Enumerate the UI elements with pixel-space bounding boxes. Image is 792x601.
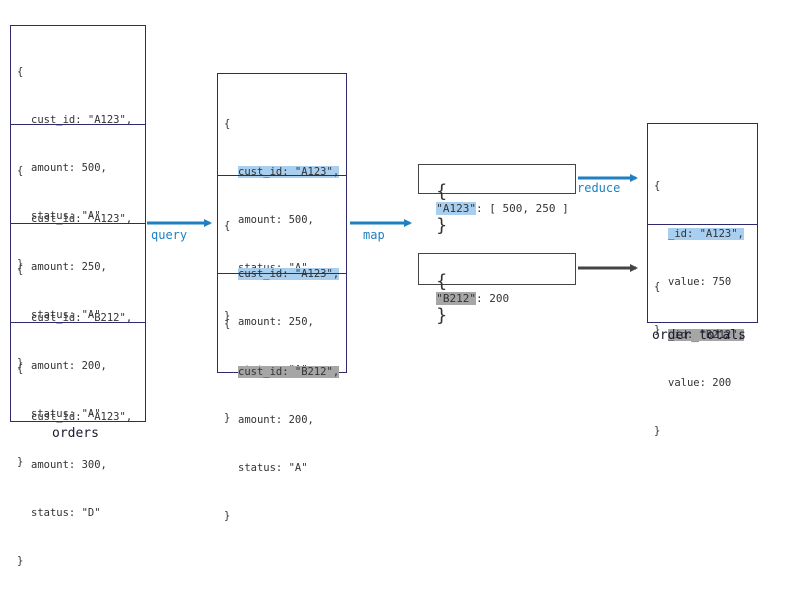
brace-open: { [224, 318, 231, 330]
brace-close: } [436, 305, 448, 326]
brace-open: { [654, 281, 661, 293]
field-cust-id: cust_id: "A123", [31, 114, 133, 126]
brace-close: } [224, 310, 231, 322]
brace-open: { [436, 181, 448, 202]
brace-close: } [224, 412, 231, 424]
brace-close: } [17, 555, 24, 567]
field-amount: amount: 500, [31, 162, 107, 174]
map-values-a123: : [ 500, 250 ] [476, 202, 569, 215]
highlighted-id: _id: "A123", [668, 228, 744, 240]
brace-close: } [17, 357, 24, 369]
brace-open: { [436, 271, 448, 292]
highlighted-id: _id: "B212", [668, 329, 744, 341]
field-value: value: 750 [668, 276, 732, 288]
map-key-b212: "B212" [436, 292, 476, 305]
brace-close: } [17, 258, 24, 270]
brace-open: { [17, 363, 24, 375]
query-doc-2: { cust_id: "A123", amount: 250, status: … [218, 175, 346, 424]
field-amount: amount: 200, [238, 414, 314, 426]
field-amount: amount: 250, [31, 261, 107, 273]
query-doc-3: { cust_id: "B212", amount: 200, status: … [218, 273, 346, 522]
brace-open: { [224, 118, 231, 130]
field-status: status: "A" [31, 408, 101, 420]
orders-doc-3: { cust_id: "B212", amount: 200, status: … [11, 223, 145, 468]
map-key-a123: "A123" [436, 202, 476, 215]
field-status: status: "A" [238, 462, 308, 474]
totals-doc-1: { _id: "A123", value: 750 } [648, 124, 757, 336]
brace-open: { [654, 180, 661, 192]
field-amount: amount: 500, [238, 214, 314, 226]
brace-open: { [17, 264, 24, 276]
field-cust-id: cust_id: "A123", [31, 213, 133, 225]
field-status: status: "D" [31, 507, 101, 519]
arrows-layer [147, 174, 638, 272]
order-totals-label: order_totals [652, 328, 746, 343]
map-label: map [363, 228, 385, 242]
orders-doc-2: { cust_id: "A123", amount: 250, status: … [11, 124, 145, 369]
field-cust-id: cust_id: "B212", [31, 312, 133, 324]
brace-open: { [224, 220, 231, 232]
orders-doc-1: { cust_id: "A123", amount: 500, status: … [11, 26, 145, 270]
highlighted-cust-id: cust_id: "A123", [238, 268, 340, 280]
totals-doc-2: { _id: "B212", value: 200 } [648, 224, 757, 437]
field-amount: amount: 250, [238, 316, 314, 328]
query-label: query [151, 228, 188, 242]
brace-open: { [17, 165, 24, 177]
brace-close: } [224, 510, 231, 522]
brace-close: } [436, 215, 448, 236]
orders-doc-4: { cust_id: "A123", amount: 300, status: … [11, 322, 145, 567]
field-amount: amount: 300, [31, 459, 107, 471]
field-status: status: "A" [31, 210, 101, 222]
orders-label: orders [52, 426, 99, 441]
map-output-b212: { "B212": 200 } [418, 253, 576, 326]
field-status: status: "A" [31, 309, 101, 321]
map-output-a123: { "A123": [ 500, 250 ] } [418, 164, 576, 236]
brace-close: } [654, 324, 661, 336]
field-amount: amount: 200, [31, 360, 107, 372]
orders-collection: { cust_id: "A123", amount: 500, status: … [10, 25, 146, 567]
map-values-b212: : 200 [476, 292, 510, 305]
query-result-collection: { cust_id: "A123", amount: 500, status: … [217, 73, 347, 522]
query-doc-1: { cust_id: "A123", amount: 500, status: … [218, 74, 346, 322]
field-cust-id: cust_id: "A123", [31, 411, 133, 423]
brace-close: } [654, 425, 661, 437]
brace-open: { [17, 66, 24, 78]
field-value: value: 200 [668, 377, 732, 389]
reduce-label: reduce [577, 181, 621, 195]
highlighted-cust-id: cust_id: "B212", [238, 366, 340, 378]
order-totals-collection: { _id: "A123", value: 750 } { _id: "B212… [647, 123, 758, 437]
